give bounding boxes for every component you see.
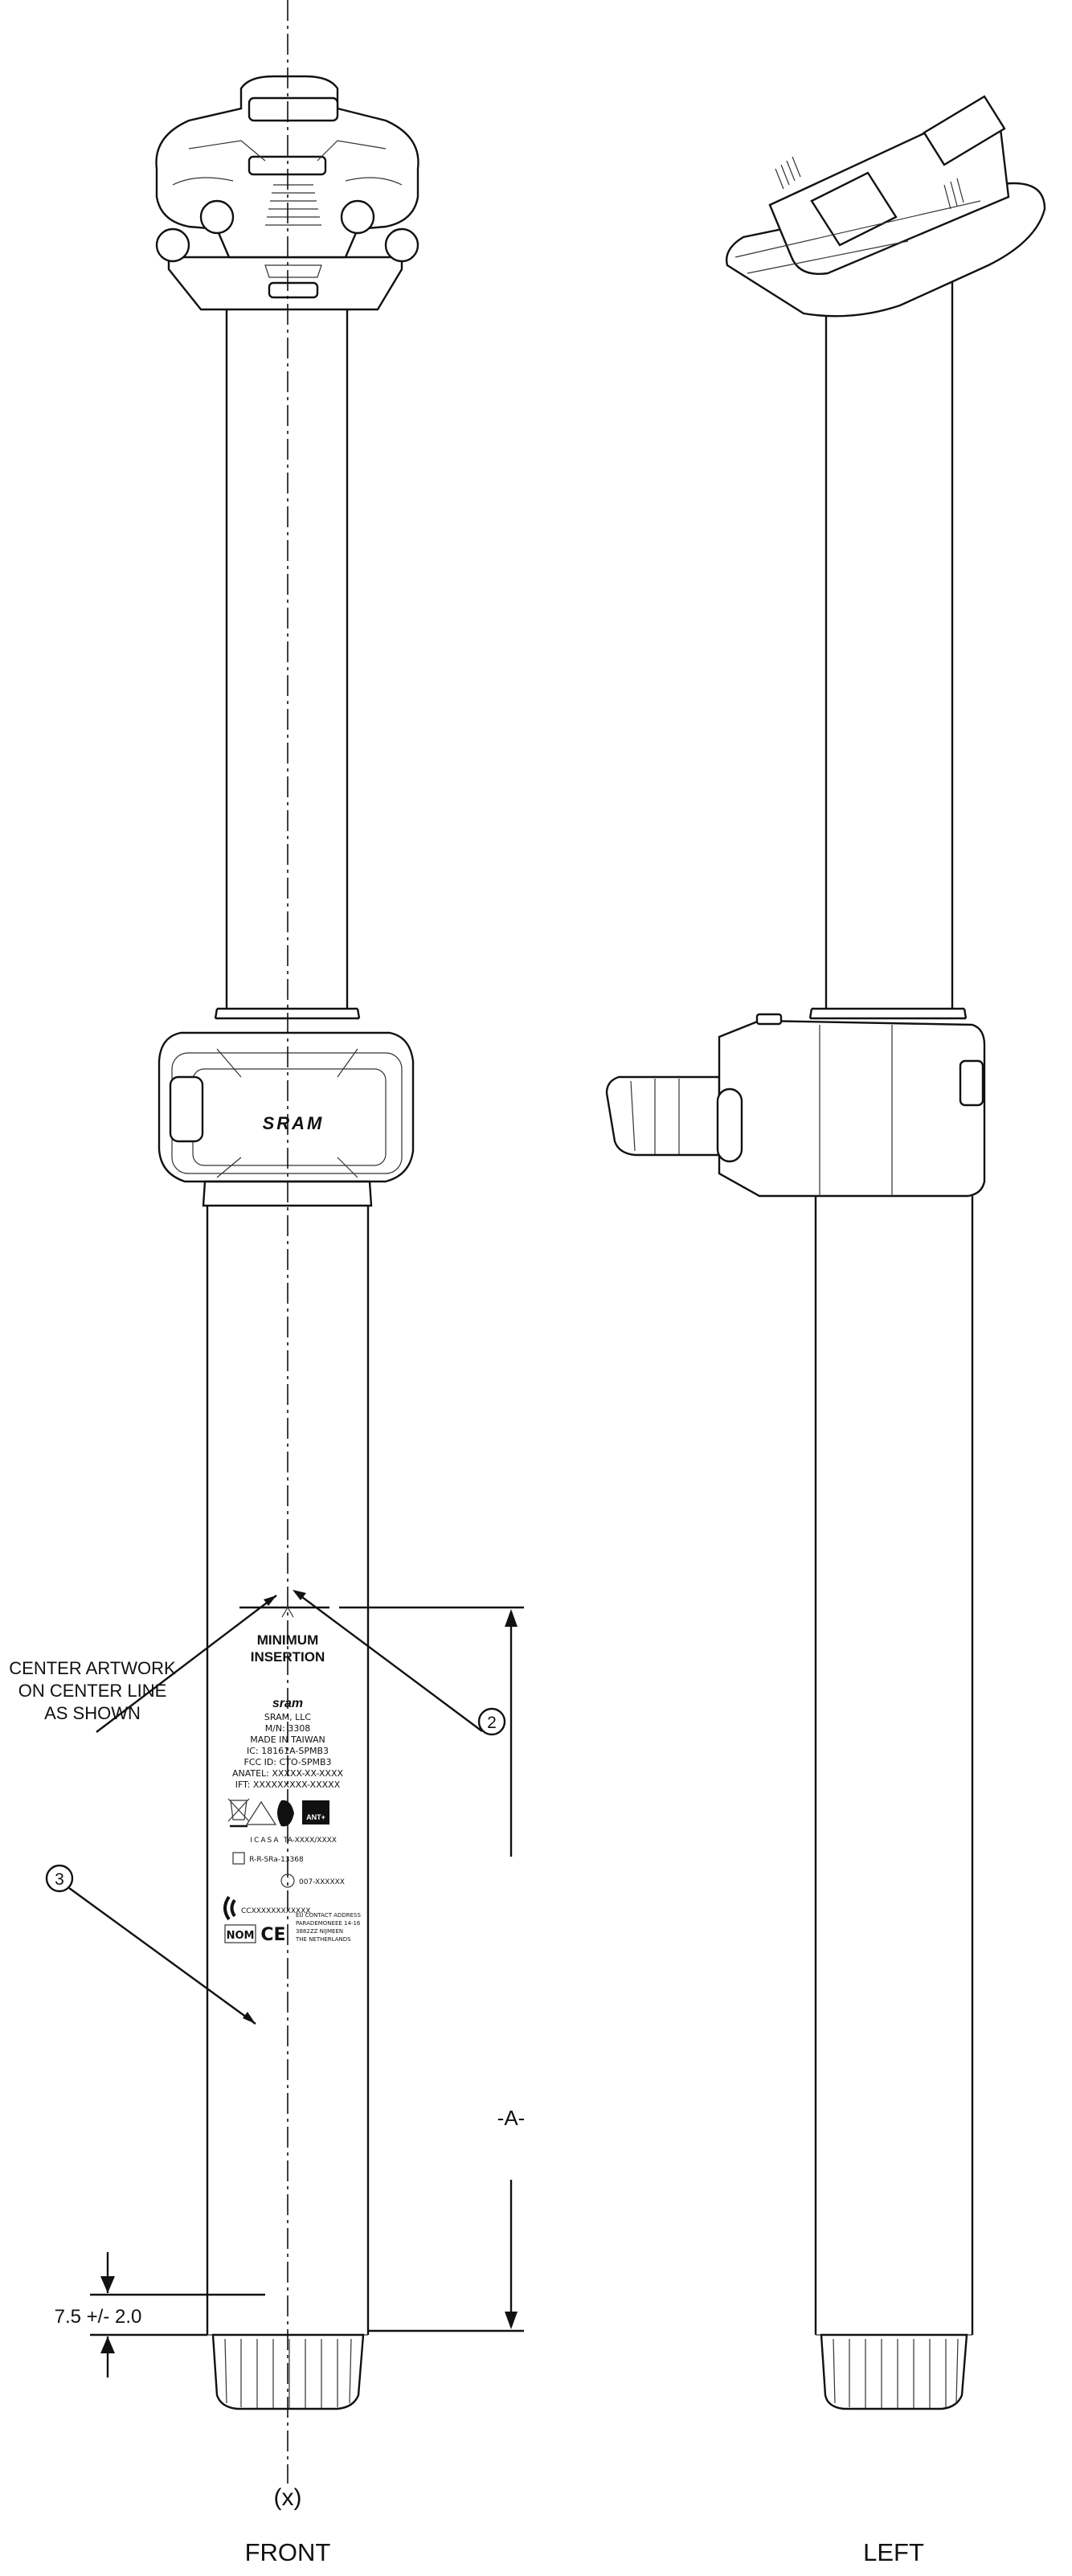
artwork-ccai: CCXXXXXXXXXXXX — [241, 1907, 311, 1915]
dimension-offset-label: 7.5 +/- 2.0 — [55, 2306, 142, 2328]
front-view-label: FRONT — [245, 2538, 331, 2566]
note-line2: ON CENTER LINE — [18, 1681, 167, 1701]
dimension-a-label: -A- — [497, 2106, 526, 2130]
artwork-anatel: ANATEL: XXXXX-XX-XXXX — [232, 1768, 344, 1779]
note-line3: AS SHOWN — [44, 1703, 141, 1723]
artwork-nom: NOM — [227, 1930, 255, 1942]
dimension-a: -A- — [339, 1606, 526, 2332]
left-view: LEFT — [605, 95, 1046, 2566]
artwork-eu2: PARADEMONEEE 14-16 — [296, 1920, 361, 1927]
front-saddle-clamp — [155, 75, 419, 311]
ant-plus-icon — [302, 1800, 329, 1824]
artwork-kc: R-R-SRa-13368 — [249, 1856, 304, 1864]
artwork-made-in: MADE IN TAIWAN — [250, 1734, 325, 1745]
annotation-note: CENTER ARTWORK ON CENTER LINE AS SHOWN — [9, 1595, 277, 1733]
kc-mark-icon — [232, 1852, 245, 1865]
note-line1: CENTER ARTWORK — [9, 1658, 176, 1678]
artwork-icasa: ICASA — [250, 1837, 280, 1845]
dimension-offset: 7.5 +/- 2.0 — [55, 2252, 265, 2377]
callout-2-label: 2 — [487, 1714, 497, 1732]
artwork-eu1: EU CONTACT ADDRESS — [296, 1912, 361, 1919]
callout-3: 3 — [45, 1864, 256, 2025]
left-view-label: LEFT — [863, 2538, 924, 2566]
left-bottom-cap — [820, 2333, 968, 2410]
centerline-label: (x) — [274, 2484, 302, 2511]
artwork-eu4: THE NETHERLANDS — [295, 1936, 351, 1943]
front-clamp-body: SRAM — [158, 1031, 415, 1183]
left-saddle-clamp — [726, 95, 1046, 317]
callout-3-label: 3 — [55, 1870, 64, 1889]
left-clamp-body — [605, 1013, 986, 1198]
artwork-icasa-code: TA-XXXX/XXXX — [283, 1837, 337, 1845]
artwork-brand: sram — [272, 1697, 303, 1710]
weee-bin-icon — [227, 1798, 250, 1828]
clamp-logo: SRAM — [263, 1113, 325, 1133]
artwork-fcc: FCC ID: CTO-SPMB3 — [243, 1757, 331, 1767]
label-artwork: MINIMUM INSERTION sram SRAM, LLC M/N: 33… — [223, 1632, 361, 1945]
artwork-eu3: 3882ZZ NIJMEEN — [296, 1928, 343, 1935]
artwork-company: SRAM, LLC — [264, 1712, 311, 1722]
bluetooth-icon — [277, 1800, 294, 1827]
wireless-mark-icon — [223, 1895, 236, 1921]
artwork-min-line2: INSERTION — [251, 1649, 325, 1665]
front-view: SRAM (x) MINIMUM INSERTION sram SRAM, LL… — [9, 0, 525, 2566]
artwork-ic: IC: 18161A-SPMB3 — [247, 1746, 329, 1756]
artwork-ce: CE — [260, 1925, 285, 1945]
telec-mark-icon — [280, 1874, 295, 1888]
nom-mark-icon — [224, 1924, 256, 1943]
artwork-model: M/N: 3308 — [265, 1723, 311, 1734]
artwork-min-line1: MINIMUM — [257, 1632, 318, 1648]
artwork-telec: 007-XXXXXX — [299, 1878, 345, 1886]
ant-plus-text: ANT+ — [306, 1813, 325, 1821]
artwork-ift: IFT: XXXXXXXXX-XXXXX — [235, 1779, 341, 1790]
callout-2: 2 — [293, 1590, 506, 1736]
rcm-triangle-icon — [245, 1800, 277, 1825]
